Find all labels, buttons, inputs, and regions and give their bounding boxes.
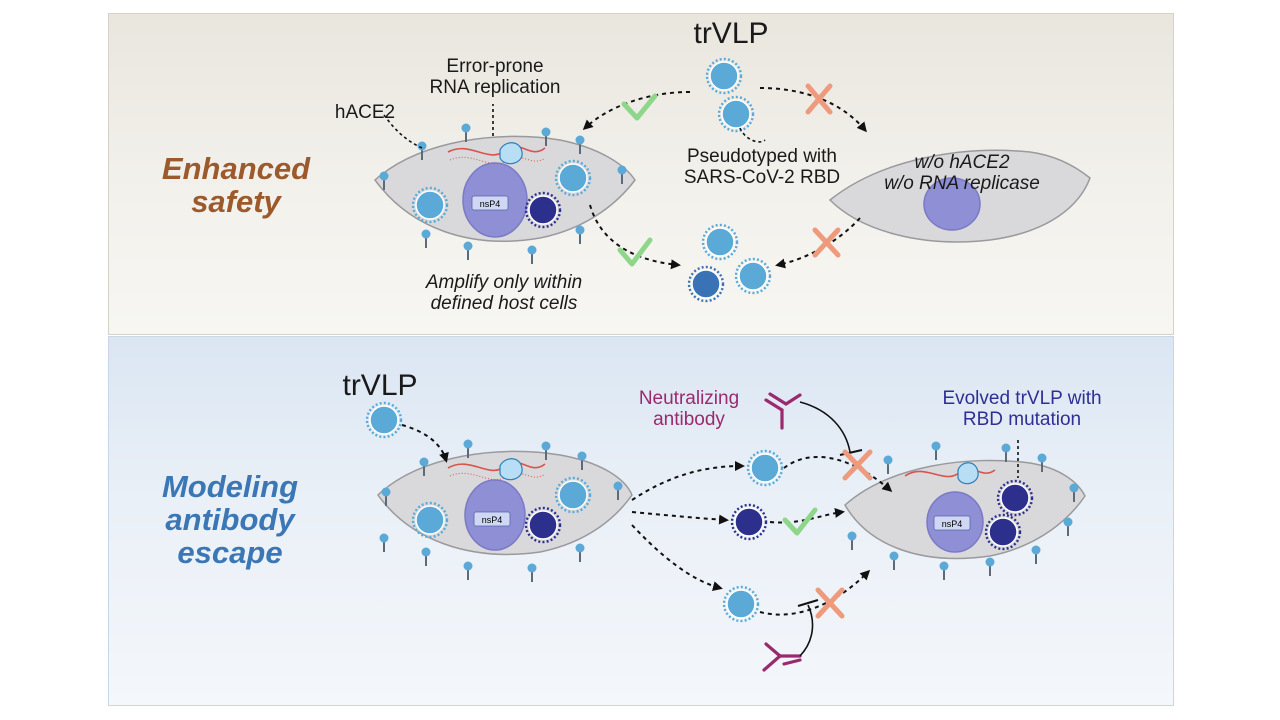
inhibition-bar	[797, 599, 819, 607]
virion-icon	[687, 265, 725, 303]
inhibition-line	[799, 401, 851, 453]
hace2-receptor-icon	[888, 550, 900, 571]
arrow	[589, 204, 681, 270]
antibody-icon	[762, 642, 802, 672]
virion-icon	[722, 585, 760, 623]
virion-icon	[701, 223, 739, 261]
check-icon	[621, 93, 658, 121]
hace2-receptor-icon	[846, 530, 858, 551]
cross-icon	[812, 227, 841, 258]
hace2-receptor-icon	[1030, 544, 1042, 565]
hace2-receptor-icon	[526, 562, 538, 583]
error-prone-label: Error-prone RNA replication	[429, 56, 561, 98]
left-host-cell: nsP4	[377, 438, 633, 583]
inhibition-line	[799, 604, 814, 657]
hace2-receptor-icon	[882, 454, 894, 475]
left-host-cell: nsP4	[373, 122, 636, 265]
hace2-receptor-icon	[1000, 442, 1012, 463]
arrow	[769, 507, 845, 524]
arrow	[783, 456, 893, 492]
gene-label: nsP4	[942, 519, 963, 529]
arrow	[631, 461, 745, 501]
hace2-receptor-icon	[378, 532, 390, 553]
nucleus-icon	[923, 177, 981, 231]
gene-label: nsP4	[482, 515, 503, 525]
cross-icon	[805, 83, 833, 115]
arrow	[401, 424, 449, 463]
replicase-icon	[499, 142, 523, 165]
amplify-label: Amplify only within defined host cells	[425, 272, 583, 314]
hace2-label: hACE2	[334, 102, 396, 123]
hace2-receptor-icon	[462, 240, 474, 261]
hace2-receptor-icon	[1062, 516, 1074, 537]
pseudotyped-label: Pseudotyped with SARS-CoV-2 RBD	[683, 146, 841, 188]
trvlp-label: trVLP	[342, 369, 418, 402]
gene-label: nsP4	[480, 199, 501, 209]
arrow	[759, 569, 871, 616]
replicase-icon	[499, 458, 523, 481]
trvlp-virion-icon	[365, 401, 403, 439]
trvlp-virion-icon	[705, 57, 743, 95]
neutralizing-antibody-label: Neutralizing antibody	[638, 388, 740, 430]
check-icon	[617, 237, 653, 267]
evolved-trvlp-label: Evolved trVLP with RBD mutation	[942, 388, 1102, 430]
leader-line	[383, 114, 423, 149]
hace2-receptor-icon	[526, 244, 538, 265]
trvlp-label: trVLP	[693, 17, 769, 50]
replicase-icon	[957, 462, 979, 485]
enhanced-safety-title: Enhanced safety	[161, 151, 311, 219]
gene-cassette-icon	[471, 195, 509, 211]
no-receptor-label: w/o hACE2 w/o RNA replicase	[884, 152, 1040, 194]
hace2-receptor-icon	[420, 546, 432, 567]
antibody-icon	[764, 392, 802, 430]
hace2-receptor-icon	[930, 440, 942, 461]
antibody-escape-title: Modeling antibody escape	[161, 469, 299, 570]
virion-icon	[734, 257, 772, 295]
right-cell-no-receptor	[828, 149, 1091, 243]
gene-cassette-icon	[473, 511, 511, 527]
hace2-receptor-icon	[462, 560, 474, 581]
arrow	[631, 524, 723, 592]
gene-cassette-icon	[933, 515, 971, 531]
arrow	[775, 217, 861, 269]
hace2-receptor-icon	[420, 228, 432, 249]
arrow	[582, 91, 691, 131]
hace2-receptor-icon	[984, 556, 996, 577]
hace2-receptor-icon	[938, 560, 950, 581]
virion-icon	[746, 449, 784, 487]
trvlp-virion-icon	[717, 95, 755, 133]
cross-icon	[815, 587, 845, 619]
hace2-receptor-icon	[574, 542, 586, 563]
mutant-virion-icon	[730, 503, 768, 541]
hace2-receptor-icon	[574, 224, 586, 245]
arrow	[631, 511, 729, 525]
right-host-cell: nsP4	[844, 440, 1086, 581]
cross-icon	[842, 449, 873, 481]
leader-line	[739, 127, 766, 143]
check-icon	[782, 507, 818, 536]
